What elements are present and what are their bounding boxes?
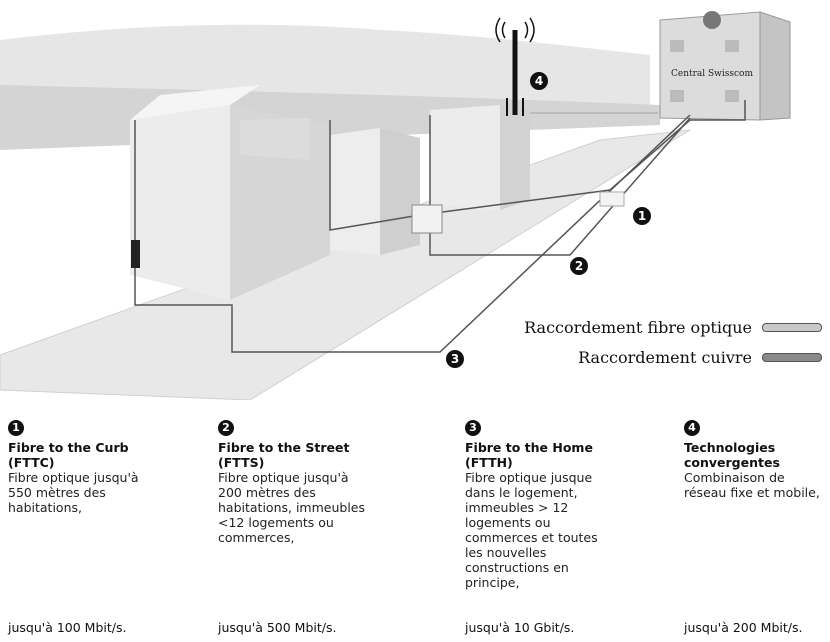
network-diagram-illustration: Central Swisscom xyxy=(0,11,791,400)
central-label: Central Swisscom xyxy=(671,69,753,79)
building-termination-box xyxy=(131,240,140,268)
building-middle xyxy=(240,118,420,255)
legend-fibre: Raccordement fibre optique xyxy=(524,318,822,337)
column-badge: 4 xyxy=(684,420,700,436)
column-description: Fibre optique jusqu'à 550 mètres des hab… xyxy=(8,470,139,515)
column-badge: 3 xyxy=(465,420,481,436)
central-building: Central Swisscom xyxy=(659,11,791,121)
diagram-badge-2: 2 xyxy=(570,257,588,275)
speed-ftts: jusqu'à 500 Mbit/s. xyxy=(218,620,337,635)
legend-copper-label: Raccordement cuivre xyxy=(578,348,752,367)
column-description: Fibre optique jusque dans le logement, i… xyxy=(465,470,598,590)
column-fttc: 1 Fibre to the Curb (FTTC) Fibre optique… xyxy=(8,420,158,515)
column-badge: 1 xyxy=(8,420,24,436)
speed-fttc: jusqu'à 100 Mbit/s. xyxy=(8,620,127,635)
antenna-icon xyxy=(495,17,535,116)
column-title: Fibre to the Curb (FTTC) xyxy=(8,440,129,470)
legend-copper: Raccordement cuivre xyxy=(578,348,822,367)
column-description: Combinaison de réseau fixe et mobile, xyxy=(684,470,820,500)
column-title: Fibre to the Street (FTTS) xyxy=(218,440,350,470)
speed-ftth: jusqu'à 10 Gbit/s. xyxy=(465,620,575,635)
column-title: Fibre to the Home (FTTH) xyxy=(465,440,593,470)
legend-fibre-swatch xyxy=(762,323,822,332)
building-right xyxy=(430,105,530,210)
street-cabinet xyxy=(411,204,443,234)
column-badge: 2 xyxy=(218,420,234,436)
column-ftth: 3 Fibre to the Home (FTTH) Fibre optique… xyxy=(465,420,615,590)
diagram-badge-3: 3 xyxy=(446,350,464,368)
diagram-badge-1: 1 xyxy=(633,207,651,225)
legend-fibre-label: Raccordement fibre optique xyxy=(524,318,752,337)
column-convergent: 4 Technologies convergentes Combinaison … xyxy=(684,420,826,500)
column-ftts: 2 Fibre to the Street (FTTS) Fibre optiq… xyxy=(218,420,368,545)
diagram-badge-4: 4 xyxy=(530,72,548,90)
column-title: Technologies convergentes xyxy=(684,440,780,470)
speed-convergent: jusqu'à 200 Mbit/s. xyxy=(684,620,803,635)
legend-copper-swatch xyxy=(762,353,822,362)
curb-cabinet xyxy=(599,191,625,207)
column-description: Fibre optique jusqu'à 200 mètres des hab… xyxy=(218,470,366,545)
